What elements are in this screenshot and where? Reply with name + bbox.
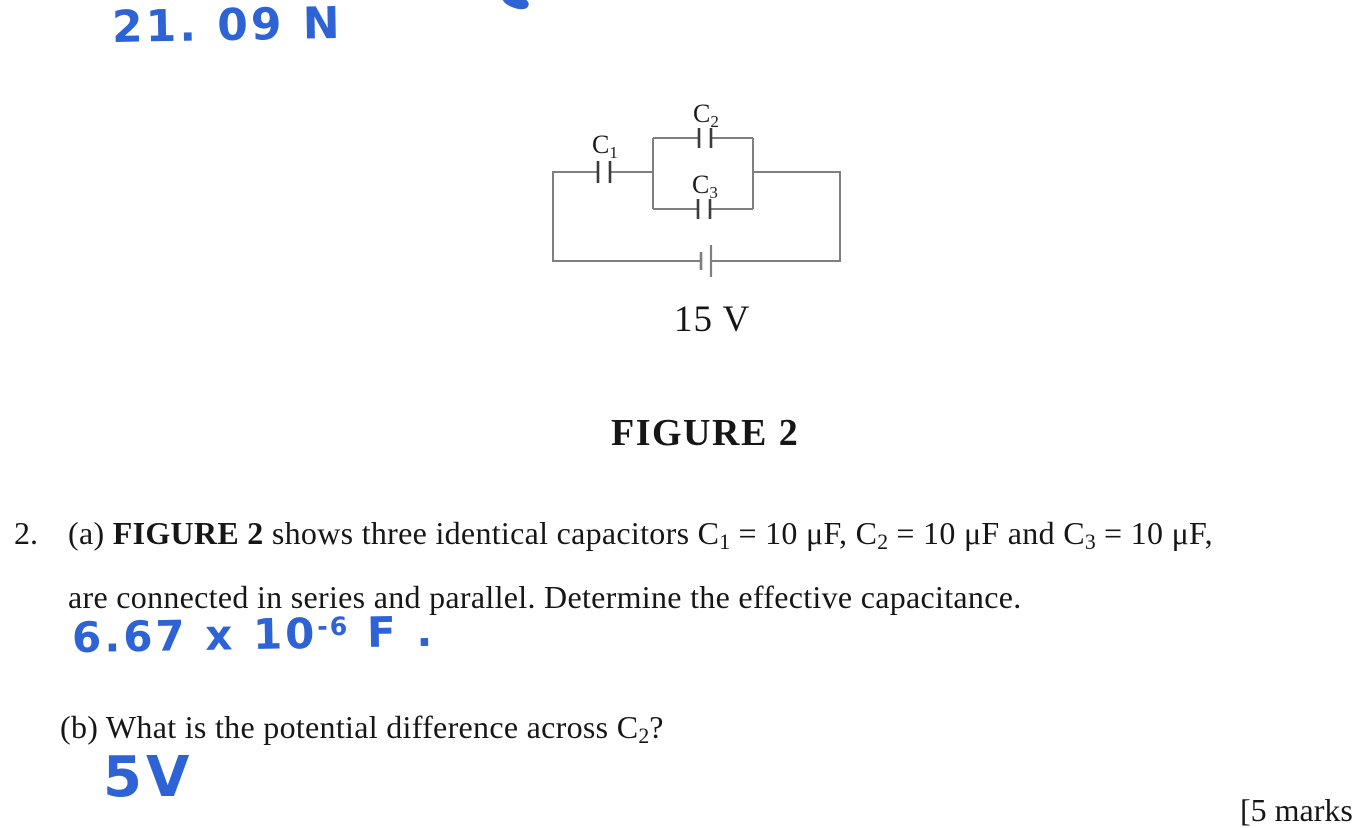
question-a-line1: (a) FIGURE 2 shows three identical capac… — [68, 517, 1213, 554]
left-and-bottom-wire — [552, 171, 700, 262]
question-b-line: (b) What is the potential difference acr… — [60, 711, 664, 748]
handwritten-note-top: 21. 09 N — [111, 0, 344, 54]
subscript-1: 1 — [719, 530, 731, 555]
text-run: shows three identical capacitors C — [263, 515, 720, 551]
capacitor-c2-label: C2 — [693, 99, 719, 131]
figure-caption: FIGURE 2 — [611, 412, 800, 454]
text-run: = 10 μF, — [1095, 515, 1213, 551]
right-and-bottom-wire — [712, 171, 841, 262]
question-a-line2: are connected in series and parallel. De… — [68, 579, 1022, 615]
figure-reference-bold: FIGURE 2 — [112, 515, 264, 551]
answer-a-unit: F . — [348, 606, 436, 658]
answer-a-mantissa: 6.67 x 10 — [71, 608, 318, 663]
battery-voltage-label: 15 V — [674, 299, 751, 340]
c1-plates — [596, 161, 612, 183]
c2-plates — [697, 128, 713, 148]
capacitor-c3-label: C3 — [692, 170, 718, 202]
c3-plates — [696, 199, 712, 219]
capacitor-c2-symbol — [697, 128, 713, 148]
subscript-3: 3 — [1084, 530, 1096, 555]
text-run: ? — [649, 709, 664, 745]
text-run: (b) What is the potential difference acr… — [60, 709, 639, 745]
subscript-2: 2 — [638, 724, 650, 749]
marks-label: [5 marks — [1240, 792, 1353, 828]
handwritten-stroke-fragment — [500, 0, 531, 13]
handwritten-answer-b: 5V — [103, 745, 194, 810]
battery-symbol — [699, 245, 713, 277]
text-run: (a) — [68, 515, 113, 551]
handwritten-answer-a: 6.67 x 10-6 F . — [71, 607, 436, 663]
question-number: 2. — [14, 515, 38, 551]
outer-loop-wire — [552, 171, 841, 262]
text-run: = 10 μF and C — [888, 515, 1085, 551]
text-run: = 10 μF, C — [730, 515, 878, 551]
parallel-box-wire — [652, 137, 754, 210]
capacitor-c3-symbol — [696, 199, 712, 219]
capacitor-c1-symbol — [596, 161, 612, 183]
answer-a-exponent: -6 — [317, 611, 350, 642]
capacitor-c1-label: C1 — [592, 130, 618, 162]
subscript-2: 2 — [877, 530, 889, 555]
circuit-diagram: C1 C2 C3 — [552, 99, 841, 277]
